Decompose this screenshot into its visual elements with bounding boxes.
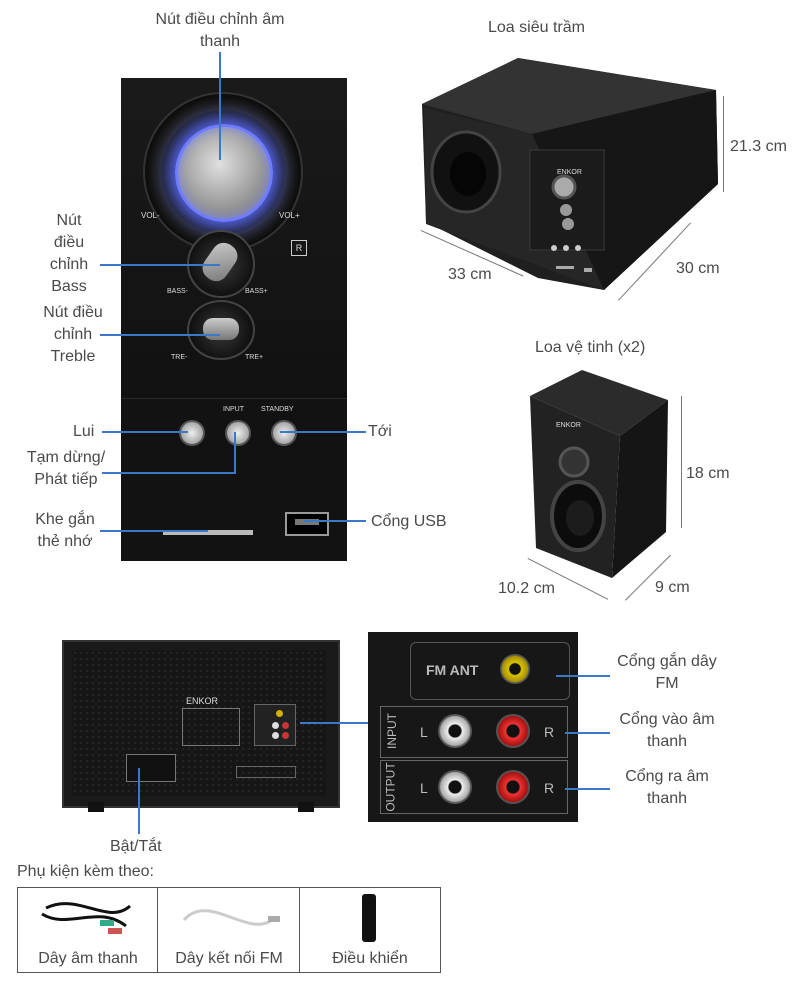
pause-label: Tạm dừng/ Phát tiếp [26, 449, 106, 488]
accessories-heading: Phụ kiện kèm theo: [17, 863, 154, 880]
prev-label: Lui [73, 423, 95, 440]
in-left-mark: L [420, 724, 428, 740]
satellite-width: 10.2 cm [498, 580, 555, 597]
subwoofer-height: 21.3 cm [730, 138, 787, 155]
fm-jack [500, 654, 530, 684]
pause-button [225, 420, 251, 446]
subwoofer-title: Loa siêu trầm [488, 19, 585, 36]
out-left-mark: L [420, 780, 428, 796]
standby-mark: STANDBY [261, 406, 294, 413]
fm-port-label: Cổng gắn dây FM [617, 653, 717, 692]
power-label: Bật/Tắt [110, 838, 162, 855]
treble-knob [187, 300, 255, 360]
power-switch [126, 754, 176, 782]
satellite-photo [530, 370, 668, 578]
accessory-label: Dây kết nối FM [175, 950, 283, 967]
satellite-height: 18 cm [686, 465, 730, 482]
vol-plus-mark: VOL+ [279, 211, 300, 220]
bass-plus-mark: BASS+ [245, 288, 268, 295]
input-port-label: Cổng vào âm thanh [619, 711, 715, 750]
treble-knob-label: Nút điều chỉnh Treble [43, 304, 103, 365]
output-jack-mark: OUTPUT [383, 762, 398, 812]
input-right-jack [496, 714, 530, 748]
input-left-jack [438, 714, 472, 748]
output-right-jack [496, 770, 530, 804]
vol-minus-mark: VOL- [141, 211, 160, 220]
volume-knob-label: Nút điều chỉnh âm thanh [155, 11, 285, 50]
card-slot [163, 530, 253, 535]
fm-cable-icon [182, 909, 280, 926]
out-right-mark: R [544, 780, 555, 796]
jack-closeup-photo: FM ANT INPUT L R OUTPUT L R [368, 632, 578, 822]
back-brand: ENKOR [186, 696, 219, 706]
input-mark: INPUT [223, 406, 244, 413]
accessory-fm-cable: Dây kết nối FM [157, 887, 301, 973]
tre-minus-mark: TRE- [171, 354, 188, 361]
ir-receiver-icon: R [291, 240, 307, 256]
in-right-mark: R [544, 724, 555, 740]
output-port-label: Cổng ra âm thanh [625, 768, 709, 807]
prev-button [179, 420, 205, 446]
accessory-remote: Điều khiển [299, 887, 441, 973]
bass-minus-mark: BASS- [167, 288, 189, 295]
subwoofer-width: 33 cm [448, 266, 492, 283]
accessory-label: Điều khiển [332, 950, 408, 967]
audio-cable-icon [41, 902, 132, 934]
satellite-brand: ENKOR [556, 422, 581, 429]
card-slot-label: Khe gắn thẻ nhớ [35, 511, 95, 550]
usb-label: Cổng USB [371, 513, 447, 530]
subwoofer-depth: 30 cm [676, 260, 720, 277]
subwoofer-brand: ENKOR [557, 169, 582, 176]
output-left-jack [438, 770, 472, 804]
satellite-title: Loa vệ tinh (x2) [535, 339, 646, 356]
usb-port [285, 512, 329, 536]
bass-knob-label: Nút điều chỉnh Bass [49, 212, 89, 295]
next-label: Tới [368, 423, 392, 440]
tre-plus-mark: TRE+ [245, 354, 264, 361]
next-button [271, 420, 297, 446]
volume-knob [143, 92, 303, 252]
back-panel-photo: ENKOR [62, 640, 340, 812]
accessory-audio-cable: Dây âm thanh [17, 887, 159, 973]
front-panel-photo: VOL- VOL+ R BASS- BASS+ TRE- TRE+ INPUT … [121, 78, 347, 561]
satellite-depth: 9 cm [655, 579, 690, 596]
subwoofer-photo [422, 58, 718, 290]
input-jack-mark: INPUT [385, 713, 399, 749]
remote-icon [362, 894, 376, 942]
fm-ant-mark: FM ANT [426, 662, 479, 678]
accessory-label: Dây âm thanh [38, 950, 138, 967]
